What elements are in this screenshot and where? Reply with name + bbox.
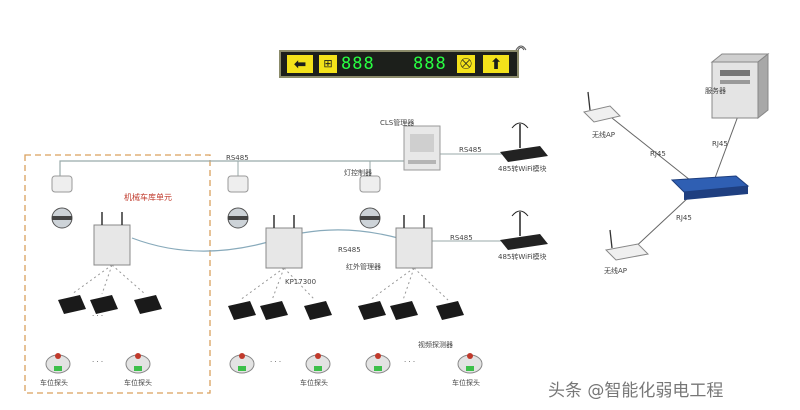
node-model-label: KP17300	[285, 278, 317, 286]
server-tower	[710, 52, 770, 120]
ap-bottom-to-switch	[629, 195, 691, 253]
rj45-top-label: RJ45	[650, 150, 666, 158]
space-probe-label-3: 车位探头	[300, 379, 328, 387]
space-probe-label-2: 车位探头	[124, 379, 152, 387]
dome-light-3	[359, 207, 381, 229]
space-probe-label-4: 车位探头	[452, 379, 480, 387]
dots-group-3: · · ·	[404, 358, 416, 366]
cls-manager-box	[403, 125, 441, 171]
light-controller-1	[51, 175, 73, 193]
cls-manager-label: CLS管理器	[380, 119, 415, 127]
wireless-ap-bottom	[604, 229, 650, 261]
source-watermark: 头条 @智能化弱电工程	[548, 381, 724, 401]
rs485-top-label: RS485	[226, 154, 249, 162]
wifi-module-mid	[500, 210, 548, 250]
network-switch	[670, 175, 750, 200]
node-controller-1	[93, 212, 131, 266]
parking-gate-icon: ⊞	[319, 55, 337, 73]
left-arrow-icon: ⬅	[287, 55, 313, 73]
dome-light-2	[227, 207, 249, 229]
space-probe	[45, 353, 483, 374]
ap-top-to-switch	[611, 117, 691, 181]
dots-group-1: · · ·	[92, 358, 104, 366]
guidance-display-panel: ⬅ ⊞ 888 888 ⛒ ⬆	[279, 50, 519, 78]
node-controller-2	[265, 215, 303, 269]
mechanical-unit-border	[24, 154, 211, 394]
light-controller-3	[359, 175, 381, 193]
light-controller-2	[227, 175, 249, 193]
dome-light-1	[51, 207, 73, 229]
rs485-right-top-label: RS485	[459, 146, 482, 154]
dots-group-2: · · ·	[270, 358, 282, 366]
server-label: 服务器	[705, 87, 726, 95]
video-detector-label: 视频探测器	[418, 341, 453, 349]
left-count-display: 888	[341, 54, 375, 74]
module-mid-label: 485转WiFi模块	[498, 253, 547, 261]
rs485-mid-label: RS485	[338, 246, 361, 254]
rj45-bottom-label: RJ45	[676, 214, 692, 222]
up-arrow-icon: ⬆	[483, 55, 509, 73]
space-probe-label-1: 车位探头	[40, 379, 68, 387]
rs485-bus-top	[59, 160, 412, 178]
mechanical-unit-label: 机械车库单元	[124, 193, 172, 202]
parking-car-icon: ⛒	[457, 55, 475, 73]
node-controller-label: 红外管理器	[346, 263, 381, 271]
ap-top-label: 无线AP	[592, 131, 616, 139]
ap-bottom-label: 无线AP	[604, 267, 628, 275]
dots-group-4: · · ·	[92, 312, 104, 320]
server-to-switch	[714, 115, 739, 179]
rs485-right-mid-label: RS485	[450, 234, 473, 242]
wifi-signal-icon	[515, 45, 527, 51]
wireless-ap-top	[583, 91, 621, 123]
rj45-mid-label: RJ45	[712, 140, 728, 148]
node-controller-3	[395, 215, 433, 269]
module-top-label: 485转WiFi模块	[498, 165, 547, 173]
light-controller-label: 灯控制器	[344, 169, 372, 177]
wireless-sensor	[58, 295, 464, 320]
sensor-links	[71, 264, 449, 301]
right-count-display: 888	[413, 54, 447, 74]
wifi-module-top	[500, 122, 548, 162]
